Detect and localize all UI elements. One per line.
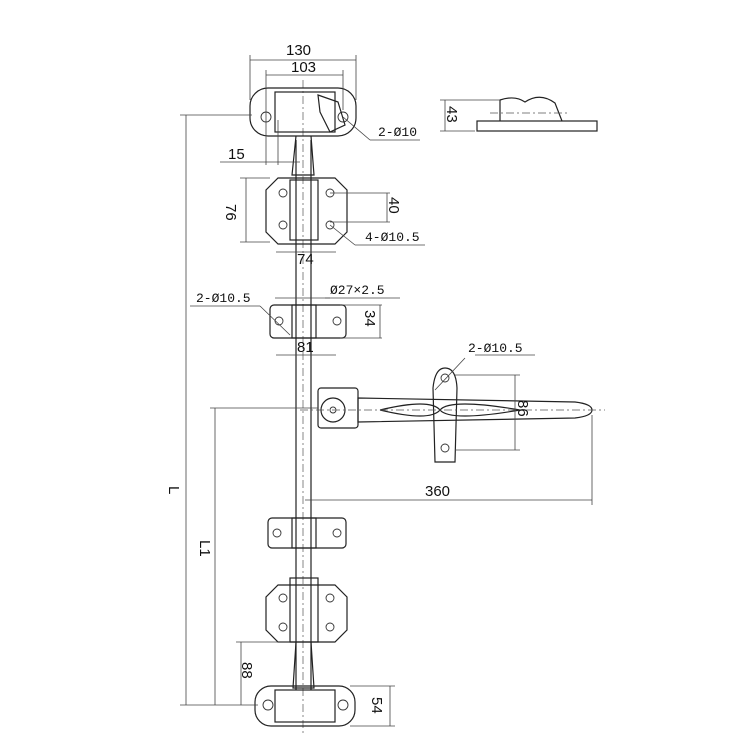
- dim-130: 130: [286, 42, 311, 59]
- dim-54: 54: [368, 697, 385, 714]
- rod-guide-bracket-lower: [267, 517, 347, 549]
- label-hinge-holes: 4-Ø10.5: [365, 230, 420, 245]
- dimension-lines: [180, 55, 593, 727]
- rod-guide-bracket-upper: [269, 304, 347, 339]
- label-handle-holes: 2-Ø10.5: [468, 341, 523, 356]
- dim-15: 15: [228, 146, 245, 163]
- locking-rod: [295, 80, 312, 735]
- bottom-keeper-plate: [254, 685, 356, 727]
- dim-76: 76: [222, 204, 239, 221]
- dim-43: 43: [443, 106, 460, 123]
- dim-34: 34: [361, 310, 378, 327]
- handle-assembly: [300, 367, 605, 463]
- dim-L: L: [165, 486, 182, 494]
- dim-360: 360: [425, 483, 450, 500]
- dim-L1: L1: [196, 540, 213, 557]
- dim-88: 88: [238, 662, 255, 679]
- side-view: [440, 96, 598, 132]
- label-top-holes: 2-Ø10: [378, 125, 417, 140]
- upper-hinge-bracket: [265, 177, 348, 245]
- top-keeper-plate: [249, 87, 357, 176]
- dim-103: 103: [291, 59, 316, 76]
- label-tube: Ø27×2.5: [330, 283, 385, 298]
- dim-81: 81: [297, 339, 314, 356]
- dim-40: 40: [385, 197, 402, 214]
- label-bracket-holes: 2-Ø10.5: [196, 291, 251, 306]
- dim-74: 74: [297, 251, 314, 268]
- lower-hinge-bracket: [265, 577, 348, 689]
- dim-86: 86: [514, 400, 531, 417]
